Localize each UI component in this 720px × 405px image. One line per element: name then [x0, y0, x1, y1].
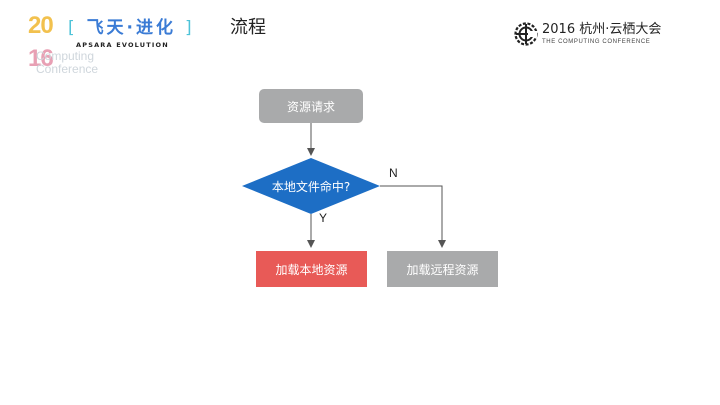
logo-right-main: 2016 杭州·云栖大会: [542, 22, 662, 37]
conference-logo-right: 2016 杭州·云栖大会 THE COMPUTING CONFERENCE: [514, 22, 704, 48]
logo-right-sub: THE COMPUTING CONFERENCE: [542, 39, 651, 45]
yes-edge-label: Y: [319, 211, 328, 225]
yunqi-emblem-icon: [514, 22, 538, 46]
yes-node-label: 加载本地资源: [275, 262, 348, 277]
decision-node-label: 本地文件命中?: [271, 179, 351, 194]
page-title: 流程: [230, 17, 266, 38]
conference-logo-left: 20 16 [ 飞天·进化 ] APSARA EVOLUTION Computi…: [28, 12, 192, 76]
start-node-label: 资源请求: [286, 99, 335, 114]
connector-no: [380, 185, 446, 248]
yes-node: [256, 251, 367, 287]
no-node-label: 加载远程资源: [406, 262, 479, 277]
logo-subtitle: APSARA EVOLUTION: [76, 41, 169, 49]
decision-node: [242, 158, 380, 214]
logo-bracket-open: [: [68, 18, 78, 38]
logo-bracket-close: ]: [184, 18, 195, 38]
start-node: [259, 89, 363, 123]
logo-year-top: 20: [28, 12, 54, 39]
logo-computing-line2: Conference: [36, 62, 99, 76]
logo-title-text: 飞天·进化: [86, 18, 177, 38]
no-node: [387, 251, 498, 287]
logo-title: [ 飞天·进化 ]: [68, 18, 195, 38]
logo-year-bottom: 16: [28, 45, 54, 72]
no-edge-label: N: [389, 166, 398, 180]
logo-computing-line1: Computing: [36, 49, 95, 63]
logo-computing-conference: Computing Conference: [36, 50, 98, 76]
